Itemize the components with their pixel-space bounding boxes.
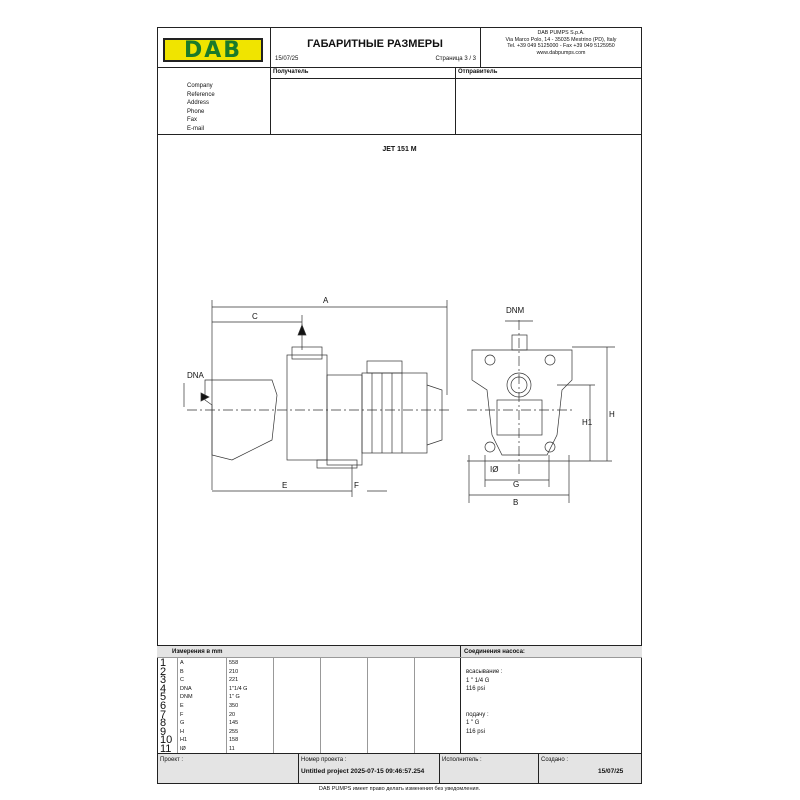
row-number: 11 (160, 742, 172, 755)
dim-label-h1: H1 (582, 418, 593, 427)
dim-label-c: C (252, 312, 258, 321)
row-number: 1 (160, 657, 167, 669)
dim-label-h: H (609, 410, 615, 419)
row-key: A (180, 660, 184, 666)
dim-label-io: IØ (490, 465, 498, 474)
row-value: 558 (229, 660, 239, 666)
company-street: Via Marco Polo, 14 - 35035 Mestrino (PD)… (505, 36, 617, 43)
row-value: 221 (229, 677, 239, 684)
row-number: 7 (160, 708, 167, 721)
footer: Проект : Номер проекта : Untitled projec… (157, 753, 642, 784)
dimensions-header: Измерения в mm (172, 649, 223, 655)
dim-label-dnm: DNM (506, 306, 525, 315)
header-date: 15/07/25 (275, 56, 299, 62)
row-key: G (180, 720, 185, 727)
suction-label: всасывание : (466, 669, 503, 675)
row-key: E (180, 702, 184, 709)
front-dimensions: DNM H H1 IØ G B (467, 306, 615, 507)
row-value: 11 (229, 745, 235, 752)
row-key: C (180, 677, 184, 684)
front-view (467, 320, 573, 475)
row-number: 4 (160, 682, 167, 695)
table-header: Измерения в mm Соединения насоса: (157, 645, 642, 658)
discharge-size: 1 " G (466, 720, 480, 726)
dim-label-b: B (513, 498, 518, 507)
row-value: 1" G (229, 694, 240, 701)
side-dimensions: A C DNA E F (183, 296, 448, 497)
dimension-row: 1 A 558 (157, 657, 273, 669)
row-key: DNM (180, 694, 193, 701)
row-value: 145 (229, 720, 239, 727)
page-number: Страница 3 / 3 (435, 56, 476, 62)
row-number: 8 (160, 717, 167, 730)
dimension-row: 6 E 350 (157, 699, 273, 712)
field-phone: Phone (187, 108, 205, 115)
dimension-row: 11 IØ 11 (157, 742, 273, 755)
logo-text: DAB (183, 37, 243, 63)
created-date: 15/07/25 (598, 768, 624, 775)
row-value: 1"1/4 G (229, 685, 248, 692)
sender-label: Отправитель (458, 69, 498, 75)
project-number-label: Номер проекта : (301, 757, 347, 763)
field-reference: Reference (187, 91, 215, 98)
row-key: DNA (180, 685, 192, 692)
row-key: IØ (180, 745, 186, 752)
row-number: 6 (160, 699, 167, 712)
drawing-title: JET 151 M (382, 146, 417, 153)
field-email: E-mail (187, 125, 205, 132)
dimension-row: 7 F 20 (157, 708, 273, 721)
company-name: DAB PUMPS S.p.A. (537, 30, 585, 36)
suction-pressure: 116 psi (466, 686, 485, 692)
company-address: DAB PUMPS S.p.A. Via Marco Polo, 14 - 35… (480, 30, 642, 56)
row-number: 2 (160, 665, 167, 678)
executor-label: Исполнитель : (442, 757, 482, 763)
dimension-row: 4 DNA 1"1/4 G (157, 682, 273, 695)
row-key: H1 (180, 737, 188, 744)
dab-logo: DAB (163, 37, 263, 63)
row-number: 5 (160, 691, 167, 704)
row-key: H (180, 728, 184, 735)
discharge-pressure: 116 psi (466, 728, 485, 735)
dimension-row: 3 C 221 (157, 674, 273, 687)
dim-label-e: E (282, 481, 287, 490)
recipient-label: Получатель (273, 69, 309, 75)
row-value: 255 (229, 728, 239, 735)
field-address: Address (187, 100, 210, 106)
row-number: 10 (160, 734, 173, 747)
dimension-row: 2 B 210 (157, 665, 273, 678)
page-title: ГАБАРИТНЫЕ РАЗМЕРЫ (307, 38, 443, 50)
connections-info: всасывание : 1 " 1/4 G 116 psi подачу : … (466, 668, 503, 736)
row-value: 20 (229, 711, 236, 718)
project-label: Проект : (160, 757, 184, 763)
row-value: 158 (229, 737, 239, 744)
dim-label-g: G (513, 480, 519, 489)
connections-header: Соединения насоса: (464, 649, 525, 655)
dimension-row: 8 G 145 (157, 717, 273, 730)
suction-size: 1 " 1/4 G (466, 677, 490, 684)
row-key: F (180, 711, 184, 718)
created-label: Создано : (541, 757, 569, 763)
dim-label-a: A (323, 296, 329, 305)
project-number: Untitled project 2025-07-15 09:46:57.254 (301, 768, 425, 775)
side-view (187, 346, 452, 469)
dimension-row: 9 H 255 (157, 725, 273, 738)
dimension-drawing: A C DNA E F DNM H H1 IØ G B (183, 296, 615, 507)
discharge-label: подачу : (466, 711, 489, 718)
row-number: 3 (160, 674, 167, 687)
disclaimer: DAB PUMPS имеет право делать изменения б… (318, 786, 481, 792)
row-key: B (180, 668, 184, 675)
field-fax: Fax (187, 117, 198, 123)
info-fields: Company Reference Address Phone Fax E-ma… (187, 82, 215, 133)
dim-label-f: F (354, 481, 359, 490)
field-company: Company (187, 83, 213, 89)
company-phone: Tel. +39 049 5125000 - Fax +39 049 51259… (507, 43, 615, 49)
dim-label-dna: DNA (187, 371, 205, 380)
row-value: 210 (229, 668, 239, 675)
company-website: www.dabpumps.com (536, 49, 586, 56)
dimension-row: 5 DNM 1" G (157, 691, 273, 704)
row-number: 9 (160, 725, 167, 738)
row-value: 350 (229, 702, 239, 709)
dimension-row: 10 H1 158 (157, 734, 273, 747)
